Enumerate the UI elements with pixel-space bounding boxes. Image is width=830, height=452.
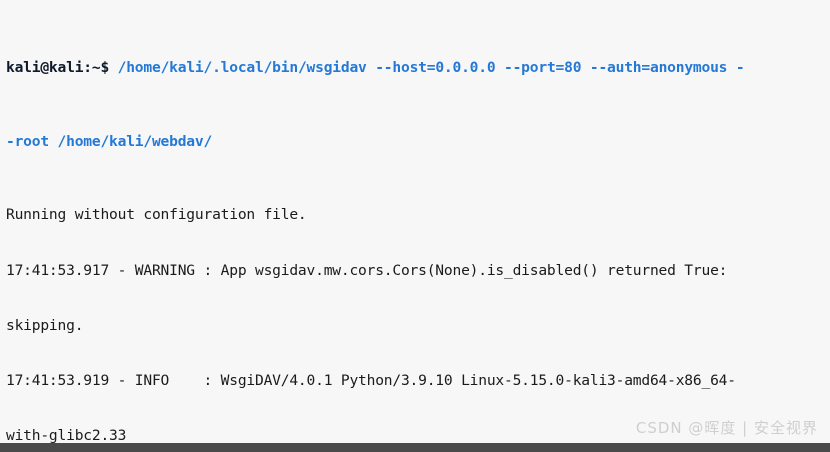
log-line: with-glibc2.33 (6, 427, 127, 445)
log-line: 17:41:53.917 - WARNING : App wsgidav.mw.… (6, 261, 728, 279)
command-line-wrap: -root /home/kali/webdav/ (6, 133, 824, 151)
log-line: Running without configuration file. (6, 206, 307, 224)
command-text-part2: -root /home/kali/webdav/ (6, 132, 213, 150)
terminal-bottom-bar (0, 443, 830, 452)
log-line: 17:41:53.919 - INFO : WsgiDAV/4.0.1 Pyth… (6, 372, 736, 390)
shell-prompt: kali@kali:~$ (6, 59, 110, 77)
command-text-part1: /home/kali/.local/bin/wsgidav --host=0.0… (109, 59, 745, 77)
command-line-first: kali@kali:~$ /home/kali/.local/bin/wsgid… (6, 59, 824, 77)
log-line: skipping. (6, 316, 84, 334)
